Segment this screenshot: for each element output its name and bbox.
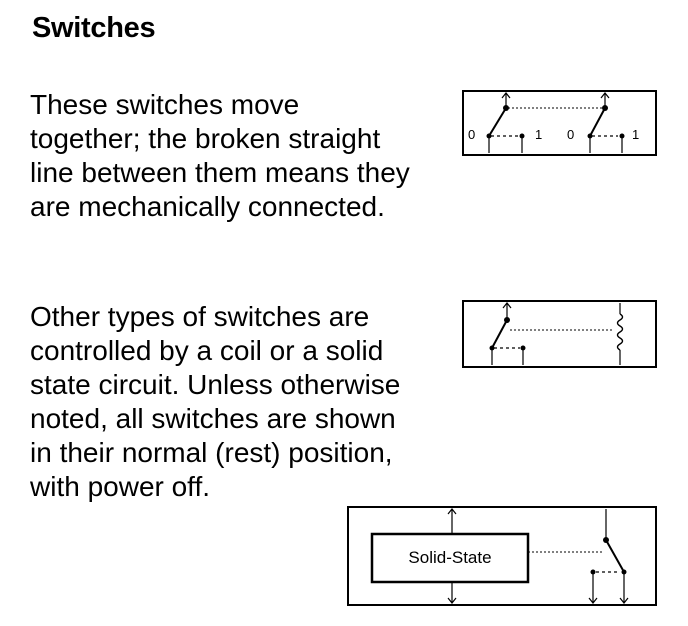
solid-state-label: Solid-State (408, 548, 491, 567)
solid-state-switch-diagram: Solid-State (347, 506, 657, 606)
coil-switch-diagram (462, 300, 657, 368)
paragraph-line: These switches move (30, 89, 300, 120)
paragraph-line: are mechanically connected. (30, 191, 385, 222)
switch-label: 1 (535, 127, 542, 142)
paragraph-line: with power off. (30, 471, 211, 502)
paragraph-other-switch-types: Other types of switches are controlled b… (30, 300, 460, 504)
paragraph-line: controlled by a coil or a solid (30, 335, 384, 366)
paragraph-line: together; the broken straight (30, 123, 381, 154)
paragraph-line: in their normal (rest) position, (30, 437, 393, 468)
page-title: Switches (32, 12, 156, 44)
paragraph-line: state circuit. Unless otherwise (30, 369, 401, 400)
switch-label: 0 (468, 127, 475, 142)
solid-state-box (370, 532, 530, 584)
paragraph-mechanically-connected: These switches move together; the broken… (30, 88, 460, 224)
switch-label: 0 (567, 127, 574, 142)
linked-switches-diagram: 0 1 0 1 (462, 90, 657, 156)
switch-label: 1 (632, 127, 639, 142)
paragraph-line: line between them means they (30, 157, 410, 188)
paragraph-line: noted, all switches are shown (30, 403, 396, 434)
paragraph-line: Other types of switches are (30, 301, 370, 332)
coil-icon (616, 313, 624, 351)
